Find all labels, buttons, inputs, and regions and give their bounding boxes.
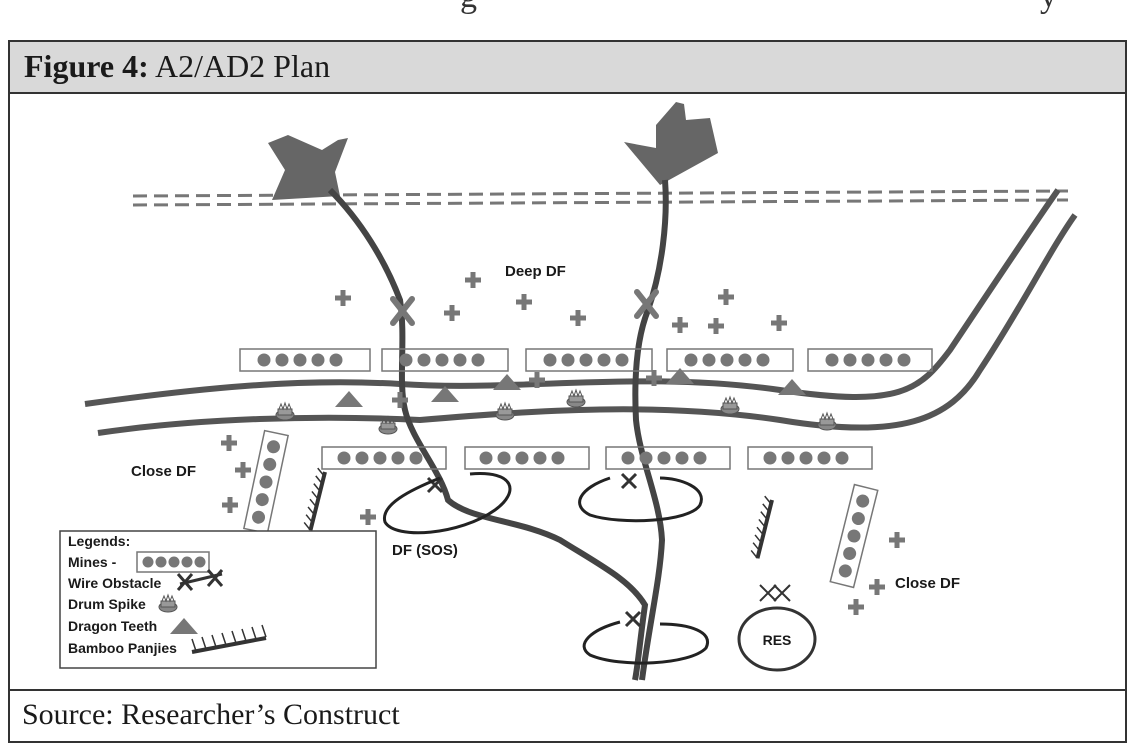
top-text-left: g (460, 0, 477, 15)
figure-header: Figure 4: A2/AD2 Plan (10, 42, 1125, 94)
legend-wire-icon (176, 569, 224, 591)
figure-title: Figure 4: A2/AD2 Plan (24, 48, 330, 85)
wire-obstacle-marks (390, 289, 659, 326)
figure-title-text: A2/AD2 Plan (154, 48, 331, 84)
legend-bamboo-icon (191, 624, 267, 654)
figure-footer: Source: Researcher’s Construct (10, 689, 1125, 741)
minefield-lower (321, 446, 873, 470)
legend-drum-label: Drum Spike (68, 596, 146, 612)
top-text-right: y (1040, 0, 1057, 15)
axis-arrow-left (268, 135, 649, 681)
top-text-fragment: g (460, 0, 487, 16)
close-df-right-label: Close DF (895, 575, 960, 592)
res-label: RES (763, 632, 792, 648)
figure-label: Figure 4: (24, 48, 149, 84)
deep-df-label: Deep DF (505, 263, 566, 280)
minefield-vertical-left (242, 429, 290, 535)
minefield-vertical-right (829, 483, 879, 589)
df-sos-ellipses (383, 472, 710, 665)
minefield-upper (239, 348, 933, 372)
reserve-position: RES (737, 584, 817, 672)
legend-dragon-icon (170, 618, 198, 634)
sos-x-marks (426, 472, 642, 628)
legend: Legends: Mines - Wire Obstacle Drum Spik… (59, 530, 377, 669)
close-df-left-label: Close DF (131, 463, 196, 480)
legend-wire-label: Wire Obstacle (68, 575, 161, 591)
legend-mines-icon (142, 556, 206, 568)
legend-mines-label: Mines - (68, 554, 117, 570)
top-text-fragment-right: y (1040, 0, 1067, 16)
legend-bamboo-label: Bamboo Panjies (68, 640, 177, 656)
df-sos-label: DF (SOS) (392, 542, 458, 559)
figure-source: Source: Researcher’s Construct (22, 698, 400, 731)
axis-arrow-right (624, 102, 718, 681)
legend-dragon-label: Dragon Teeth (68, 618, 157, 634)
legend-title: Legends: (68, 533, 130, 549)
